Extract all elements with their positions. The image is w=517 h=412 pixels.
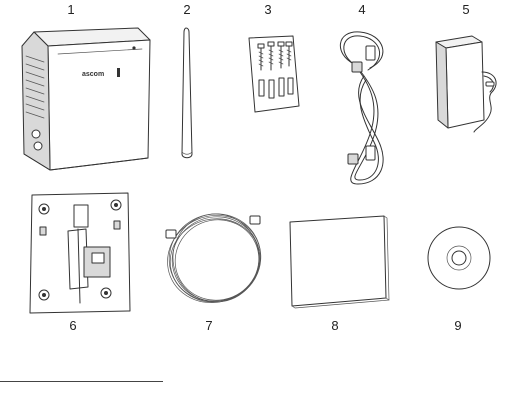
item-5-number: 5: [456, 3, 476, 17]
item-8-number: 8: [325, 319, 345, 333]
power-led-icon: [34, 142, 42, 150]
item-1-number: 1: [61, 3, 81, 17]
item-9-number: 9: [448, 319, 468, 333]
booklet-illustration: [286, 212, 390, 310]
screws-card-illustration: [245, 34, 303, 116]
rj45-connector-icon: [366, 146, 375, 160]
item-2-number: 2: [177, 3, 197, 17]
wall-plate-illustration: [28, 191, 132, 315]
cd-icon: [428, 227, 490, 289]
item-7-number: 7: [199, 319, 219, 333]
item-3-number: 3: [258, 3, 278, 17]
brand-mark-icon: [117, 68, 120, 77]
cable-connector-icon: [166, 230, 176, 238]
dc-plug-icon: [486, 82, 494, 86]
network-cable-illustration: [330, 24, 400, 190]
indicator-dot-icon: [132, 46, 135, 49]
cd-disc-illustration: [425, 224, 493, 292]
device-logo: ascom: [82, 71, 104, 78]
coiled-cable-illustration: [160, 204, 270, 316]
antenna-illustration: [177, 26, 197, 166]
item-6-number: 6: [63, 319, 83, 333]
base-station-illustration: ascom: [18, 26, 154, 176]
rj45-connector-icon: [366, 46, 375, 60]
power-adapter-illustration: [430, 32, 506, 140]
status-led-icon: [32, 130, 40, 138]
footnote-separator: [0, 381, 163, 382]
cable-connector-icon: [250, 216, 260, 224]
item-4-number: 4: [352, 3, 372, 17]
